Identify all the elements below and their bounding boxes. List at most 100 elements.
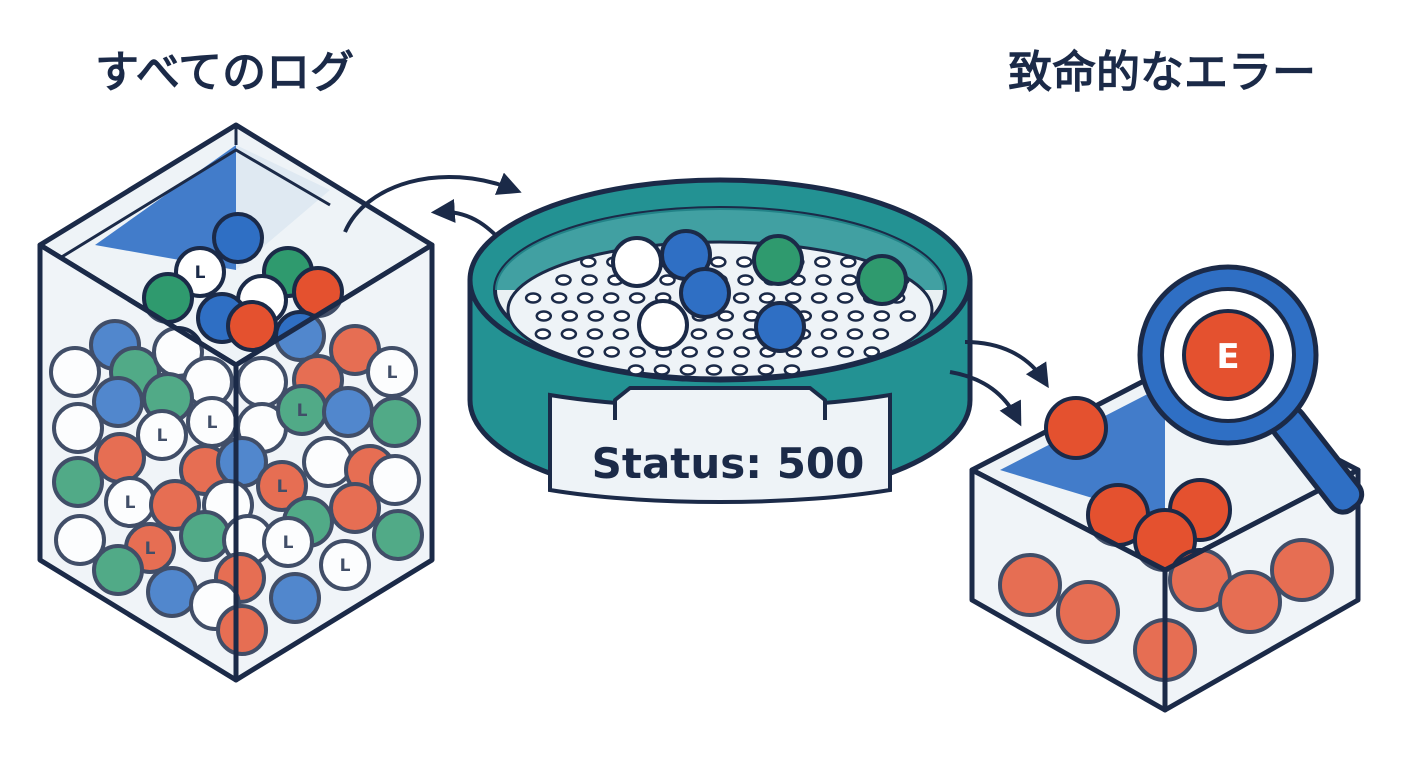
log-ball — [49, 346, 101, 398]
error-badge-letter: E — [1216, 337, 1239, 377]
mesh-hole — [872, 328, 890, 340]
log-ball — [212, 212, 264, 264]
log-ball — [611, 236, 663, 288]
status-filter-sieve: Status: 500 — [467, 177, 973, 504]
log-ball-letter: L — [195, 263, 206, 283]
log-ball — [52, 402, 104, 454]
curved-arrow-icon — [964, 340, 1049, 389]
mesh-hole — [863, 346, 880, 358]
mesh-hole — [899, 310, 917, 322]
mesh-hole — [560, 328, 578, 340]
log-ball — [998, 553, 1062, 617]
mesh-hole — [810, 292, 828, 304]
mesh-hole — [561, 310, 579, 322]
mesh-hole — [815, 274, 832, 286]
log-ball-letter: L — [297, 401, 308, 421]
fatal-errors-container — [969, 367, 1361, 713]
log-ball — [1218, 570, 1282, 634]
log-ball — [637, 299, 689, 351]
mesh-hole — [690, 328, 708, 340]
log-ball-letter: L — [125, 493, 136, 513]
log-ball-letter: L — [207, 413, 218, 433]
log-ball — [369, 454, 421, 506]
mesh-hole — [524, 292, 542, 304]
mesh-hole — [732, 292, 750, 304]
mesh-hole — [628, 292, 646, 304]
mesh-hole — [783, 364, 801, 376]
log-ball — [52, 456, 104, 508]
mesh-hole — [705, 364, 723, 376]
mesh-hole — [587, 310, 605, 322]
mesh-hole — [627, 364, 645, 376]
log-ball — [269, 572, 321, 624]
mesh-hole — [602, 292, 620, 304]
mesh-hole — [846, 328, 864, 340]
log-ball-letter: L — [157, 426, 168, 446]
log-ball-letter: L — [387, 363, 398, 383]
mesh-hole — [784, 292, 802, 304]
mesh-hole — [847, 310, 865, 322]
mesh-hole — [837, 346, 854, 358]
mesh-hole — [550, 292, 568, 304]
log-ball-letter: L — [283, 533, 294, 553]
mesh-hole — [613, 310, 631, 322]
log-ball — [1044, 396, 1108, 460]
mesh-hole — [707, 346, 724, 358]
log-balls-filtering — [611, 229, 908, 353]
mesh-hole — [841, 274, 858, 286]
mesh-hole — [586, 328, 604, 340]
mesh-hole — [731, 364, 749, 376]
log-ball-letter: L — [145, 539, 156, 559]
mesh-hole — [737, 274, 754, 286]
status-filter-label: Status: 500 — [592, 439, 865, 488]
log-ball — [262, 516, 314, 568]
mesh-hole — [820, 328, 838, 340]
curved-arrow-icon — [343, 172, 522, 233]
mesh-hole — [873, 310, 891, 322]
log-ball — [92, 544, 144, 596]
log-ball — [136, 409, 188, 461]
log-ball — [216, 604, 268, 656]
log-ball — [366, 346, 418, 398]
mesh-hole — [577, 346, 594, 358]
log-ball — [92, 376, 144, 428]
magnifier-icon: E — [1137, 264, 1365, 515]
title-all-logs: すべてのログ — [95, 47, 355, 98]
mesh-hole — [736, 256, 753, 268]
log-ball — [319, 539, 371, 591]
mesh-hole — [758, 292, 776, 304]
mesh-hole — [814, 256, 831, 268]
log-ball — [329, 482, 381, 534]
log-ball — [856, 254, 908, 306]
log-ball — [149, 479, 201, 531]
log-ball — [679, 267, 731, 319]
mesh-hole — [659, 274, 676, 286]
mesh-hole — [629, 346, 646, 358]
mesh-hole — [836, 292, 854, 304]
log-ball-letter: L — [340, 556, 351, 576]
mesh-hole — [733, 346, 750, 358]
all-logs-container: L L L L L L L L L L — [37, 122, 435, 683]
mesh-hole — [580, 256, 597, 268]
log-ball — [1270, 538, 1334, 602]
log-ball — [54, 514, 106, 566]
mesh-hole — [840, 256, 857, 268]
mesh-hole — [576, 292, 594, 304]
log-ball — [372, 509, 424, 561]
mesh-hole — [534, 328, 552, 340]
mesh-hole — [679, 364, 697, 376]
log-ball — [1056, 580, 1120, 644]
log-ball — [274, 310, 326, 362]
mesh-hole — [811, 346, 828, 358]
mesh-hole — [681, 346, 698, 358]
log-ball — [256, 460, 308, 512]
mesh-hole — [603, 346, 620, 358]
mesh-hole — [717, 310, 735, 322]
mesh-hole — [716, 328, 734, 340]
log-ball-letter: L — [277, 477, 288, 497]
mesh-hole — [653, 364, 671, 376]
mesh-hole — [757, 364, 775, 376]
mesh-hole — [710, 256, 727, 268]
log-ball — [754, 301, 806, 353]
